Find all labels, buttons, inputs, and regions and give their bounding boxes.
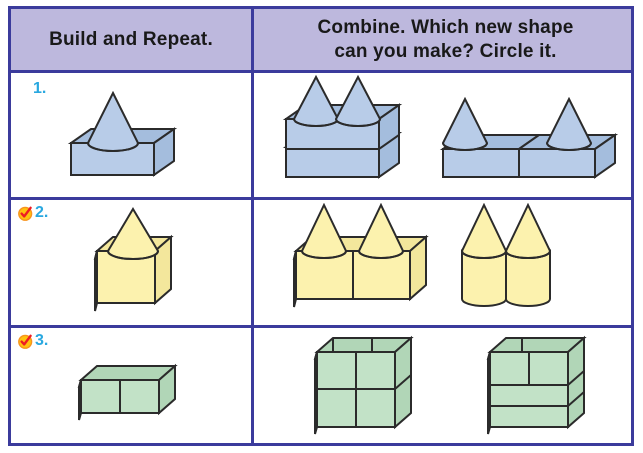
figure-two-cones-on-two-side-by-side-prisms-blue <box>439 97 619 193</box>
check-circle-icon <box>18 334 33 349</box>
combine-cell-3 <box>254 325 637 449</box>
body-column-divider <box>251 73 254 443</box>
column-header-combine-line2: can you make? Circle it. <box>334 40 557 62</box>
figure-cone-on-cube-yellow <box>83 207 203 319</box>
item-number-1-text: 1. <box>33 80 47 97</box>
figure-two-cones-on-two-cylinders-yellow <box>454 203 604 321</box>
build-and-repeat-cell-1: 1. <box>11 73 251 197</box>
row-divider-1-2 <box>11 197 631 200</box>
check-circle-icon <box>18 206 33 221</box>
worksheet-table: Build and Repeat. Combine. Which new sha… <box>8 6 634 446</box>
item-number-3: 3. <box>18 332 48 350</box>
column-header-combine-line1: Combine. Which new shape <box>317 17 574 39</box>
header-column-divider <box>251 9 254 70</box>
figure-two-cubes-side-by-side-green <box>73 361 203 433</box>
item-number-2-text: 2. <box>35 204 49 221</box>
figure-cone-on-rectangular-prism-blue <box>66 91 196 191</box>
table-header-row: Build and Repeat. Combine. Which new sha… <box>11 9 631 73</box>
item-number-3-text: 3. <box>35 332 49 349</box>
table-body: 1. <box>11 73 631 443</box>
figure-four-cubes-two-by-two-green <box>309 335 449 443</box>
build-and-repeat-cell-3: 3. <box>11 325 251 449</box>
table-row: 1. <box>11 73 631 197</box>
combine-cell-2 <box>254 197 637 325</box>
column-header-build-and-repeat-text: Build and Repeat. <box>49 28 213 50</box>
item-number-1: 1. <box>33 80 46 98</box>
item-number-2: 2. <box>18 204 48 222</box>
column-header-combine: Combine. Which new shape can you make? C… <box>254 9 637 70</box>
column-header-build-and-repeat: Build and Repeat. <box>11 9 251 70</box>
figure-two-cones-on-two-stacked-prisms-blue <box>274 75 434 193</box>
row-divider-2-3 <box>11 325 631 328</box>
figure-two-cones-on-two-cubes-yellow <box>284 203 444 321</box>
table-row: 3. <box>11 325 631 449</box>
table-row: 2. <box>11 197 631 325</box>
combine-cell-1 <box>254 73 637 197</box>
build-and-repeat-cell-2: 2. <box>11 197 251 325</box>
figure-two-cubes-over-two-stacked-prisms-green <box>482 335 622 443</box>
